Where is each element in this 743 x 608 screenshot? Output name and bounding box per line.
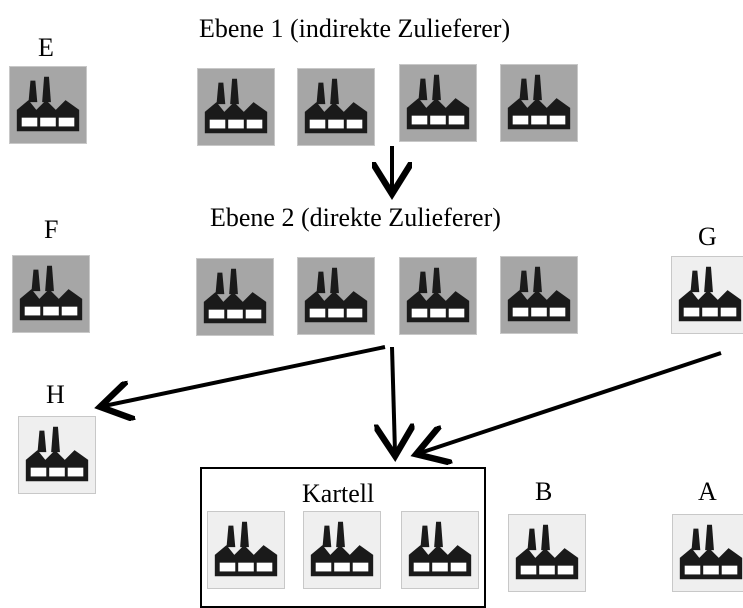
arrow-tier2-to-h xyxy=(104,345,386,406)
factory-icon xyxy=(310,521,374,577)
factory-tier2-4 xyxy=(500,256,578,334)
factory-tier1-4 xyxy=(500,64,578,142)
factory-f xyxy=(12,255,90,333)
factory-icon xyxy=(19,265,83,321)
arrow-g-to-cartel xyxy=(420,351,722,453)
factory-tier2-2 xyxy=(297,257,375,335)
factory-icon xyxy=(406,267,470,323)
cartel-title: Kartell xyxy=(302,479,375,508)
factory-cartel-1 xyxy=(207,511,285,589)
factory-icon xyxy=(679,524,743,580)
arrow-tier2-to-cartel xyxy=(392,346,395,452)
factory-icon xyxy=(304,267,368,323)
factory-icon xyxy=(515,524,579,580)
factory-g xyxy=(671,256,743,334)
factory-b xyxy=(508,514,586,592)
factory-tier1-3 xyxy=(399,64,477,142)
factory-cartel-3 xyxy=(401,511,479,589)
factory-icon xyxy=(678,266,742,322)
factory-tier2-1 xyxy=(196,258,274,336)
factory-h xyxy=(18,416,96,494)
factory-icon xyxy=(408,521,472,577)
label-a: A xyxy=(698,477,717,506)
factory-icon xyxy=(203,268,267,324)
factory-icon xyxy=(204,78,268,134)
label-g: G xyxy=(698,222,717,251)
label-e: E xyxy=(38,33,54,62)
factory-icon xyxy=(507,266,571,322)
factory-icon xyxy=(214,521,278,577)
label-b: B xyxy=(535,477,553,506)
factory-icon xyxy=(406,74,470,130)
factory-icon xyxy=(16,76,80,132)
tier2-title: Ebene 2 (direkte Zulieferer) xyxy=(210,203,501,232)
factory-a xyxy=(672,514,743,592)
tier1-title: Ebene 1 (indirekte Zulieferer) xyxy=(199,14,511,43)
factory-tier1-1 xyxy=(197,68,275,146)
factory-tier2-3 xyxy=(399,257,477,335)
factory-cartel-2 xyxy=(303,511,381,589)
factory-icon xyxy=(507,74,571,130)
label-h: H xyxy=(46,380,65,409)
factory-e xyxy=(9,66,87,144)
factory-icon xyxy=(304,78,368,134)
factory-icon xyxy=(25,426,89,482)
factory-tier1-2 xyxy=(297,68,375,146)
label-f: F xyxy=(44,215,59,244)
